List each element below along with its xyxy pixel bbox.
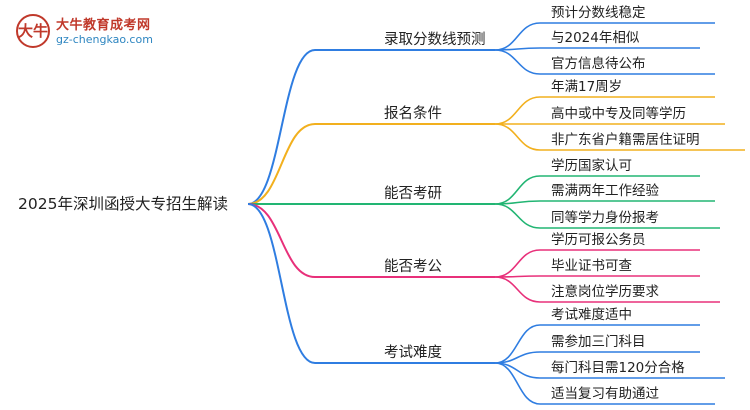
logo-badge-icon: 大牛 <box>16 14 50 48</box>
leaf-label: 需参加三门科目 <box>551 333 646 350</box>
branch-connector <box>247 49 316 205</box>
leaf-label: 与2024年相似 <box>551 30 640 46</box>
branch-label: 报名条件 <box>384 105 442 122</box>
leaf-connector <box>494 203 541 229</box>
branch-connector <box>247 203 316 278</box>
leaf-connector <box>494 249 541 278</box>
leaf-label: 学历可报公务员 <box>551 232 646 248</box>
leaf-connector <box>494 175 541 205</box>
leaf-connector <box>494 96 541 125</box>
branch-label: 能否考公 <box>384 258 442 275</box>
root-node: 2025年深圳函授大专招生解读 <box>18 195 228 213</box>
leaf-label: 适当复习有助通过 <box>551 385 659 402</box>
logo-mark: 大牛 <box>18 22 49 40</box>
leaf-label: 每门科目需120分合格 <box>551 360 685 376</box>
leaf-connector <box>494 123 541 151</box>
logo-title: 大牛教育成考网 <box>56 18 151 33</box>
leaf-label: 年满17周岁 <box>551 79 622 95</box>
leaf-connector <box>494 276 541 303</box>
leaf-connector <box>494 49 541 75</box>
logo-url: gz-chengkao.com <box>56 33 153 46</box>
branch-label: 录取分数线预测 <box>384 31 486 48</box>
branch-label: 考试难度 <box>384 344 442 361</box>
branch-connector <box>247 203 316 364</box>
leaf-label: 毕业证书可查 <box>551 258 632 274</box>
leaf-label: 注意岗位学历要求 <box>551 283 659 300</box>
leaf-label: 预计分数线稳定 <box>551 5 646 21</box>
leaf-label: 学历国家认可 <box>551 157 632 174</box>
leaf-connector <box>494 22 541 51</box>
leaf-label: 官方信息待公布 <box>551 55 646 72</box>
leaf-label: 考试难度适中 <box>551 307 632 323</box>
leaf-label: 同等学力身份报考 <box>551 209 659 226</box>
leaf-connector <box>494 362 541 405</box>
leaf-label: 高中或中专及同等学历 <box>551 105 686 122</box>
branch-connector <box>247 123 316 205</box>
leaf-label: 非广东省户籍需居住证明 <box>551 131 700 148</box>
branch-label: 能否考研 <box>384 185 442 202</box>
site-logo: 大牛 大牛教育成考网 gz-chengkao.com <box>8 10 168 54</box>
leaf-label: 需满两年工作经验 <box>551 183 659 199</box>
